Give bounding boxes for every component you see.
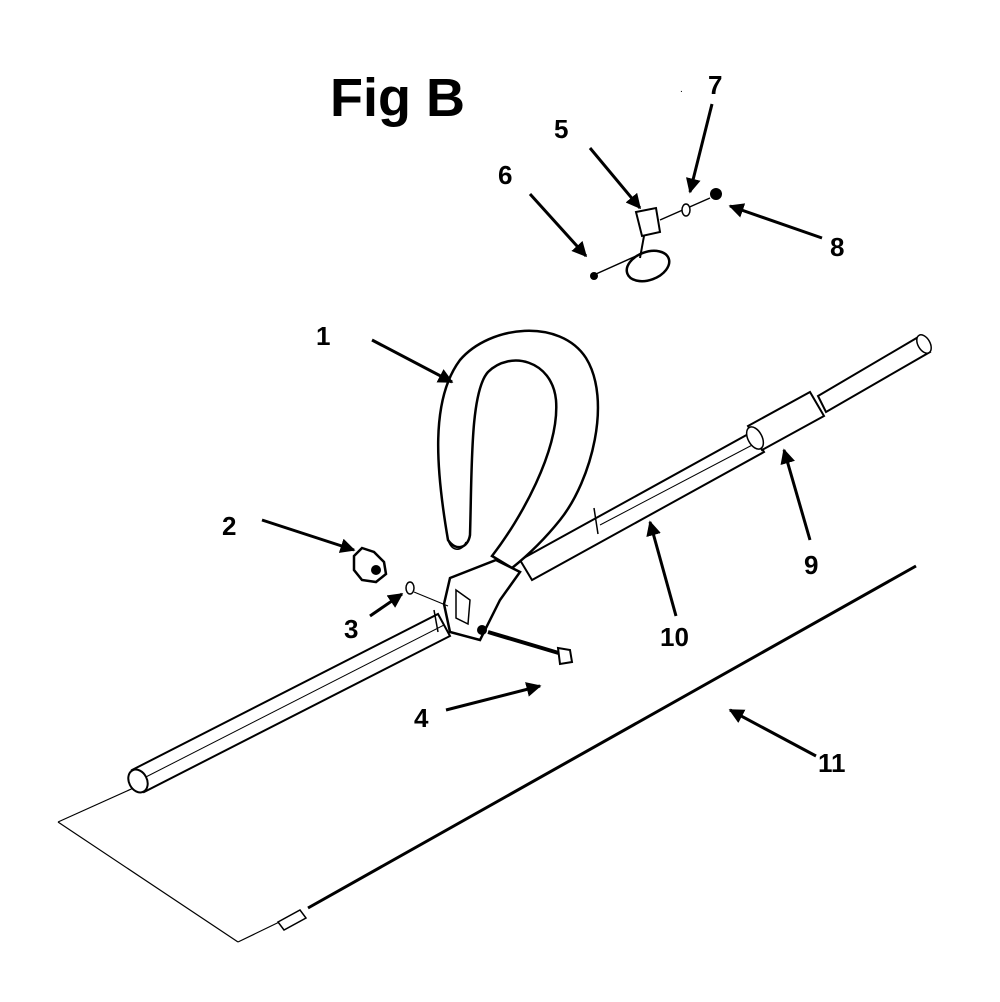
callout-arrow-3 xyxy=(369,592,404,618)
stray-mark: . xyxy=(680,84,683,95)
callout-label-3: 3 xyxy=(344,614,358,644)
callout-label-1: 1 xyxy=(316,321,330,351)
leader-lines xyxy=(57,785,301,943)
callout-label-5: 5 xyxy=(554,114,568,144)
callout-arrow-10 xyxy=(646,520,678,617)
coupler xyxy=(745,390,826,452)
washer xyxy=(405,581,415,595)
knob xyxy=(352,546,388,584)
callout-label-8: 8 xyxy=(830,232,844,262)
callout-label-7: 7 xyxy=(708,70,722,100)
upper-shaft xyxy=(518,430,766,582)
callout-arrow-2 xyxy=(261,518,356,553)
handle-clamp xyxy=(442,558,522,642)
knob-axis xyxy=(413,591,449,607)
callout-arrow-1 xyxy=(371,338,454,384)
bolt xyxy=(487,630,574,666)
callout-label-10: 10 xyxy=(660,622,689,652)
callout-label-9: 9 xyxy=(804,550,818,580)
callout-arrow-8 xyxy=(728,203,823,240)
figure-title: Fig B xyxy=(330,68,465,128)
top-tube xyxy=(816,334,932,414)
small-clamp-assembly xyxy=(590,188,722,283)
drive-cable xyxy=(276,564,917,931)
callout-label-6: 6 xyxy=(498,160,512,190)
callout-labels: 1 2 3 4 5 6 7 8 9 10 11 xyxy=(222,70,846,778)
callout-label-11: 11 xyxy=(818,748,846,778)
lower-shaft xyxy=(127,609,452,794)
callout-arrow-5 xyxy=(588,147,642,210)
callout-label-2: 2 xyxy=(222,511,236,541)
callout-label-4: 4 xyxy=(414,703,429,733)
callout-arrow-11 xyxy=(728,708,817,758)
callout-arrow-9 xyxy=(780,448,812,541)
callout-arrow-7 xyxy=(685,103,714,194)
callout-arrow-6 xyxy=(528,192,588,258)
callout-arrow-4 xyxy=(445,682,542,712)
